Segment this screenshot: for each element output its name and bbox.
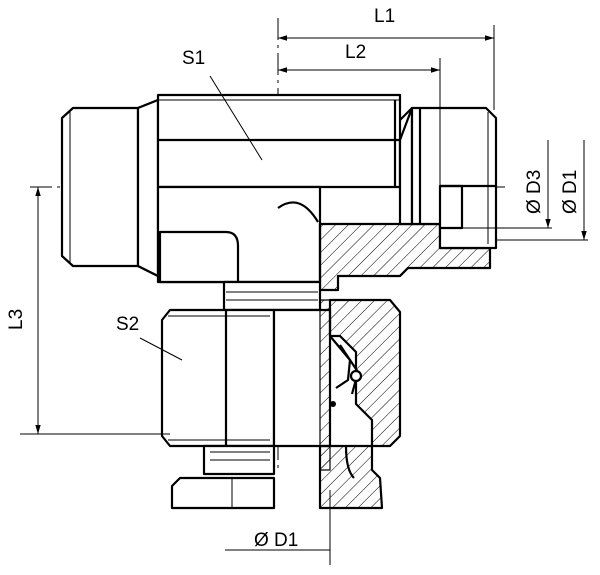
label-s1: S1 <box>182 48 205 69</box>
leader-s2 <box>139 337 183 361</box>
dimension-l3 <box>20 187 170 435</box>
left-thread-end <box>60 98 160 278</box>
hex-body-s1 <box>156 93 413 189</box>
nut-s2 <box>160 308 332 448</box>
dimension-d1-side <box>496 140 588 241</box>
right-body-section <box>318 106 498 292</box>
neck <box>222 280 322 312</box>
dimension-d3 <box>462 140 552 229</box>
nut-section <box>319 298 402 471</box>
label-s2: S2 <box>116 314 139 335</box>
dimension-l1 <box>278 25 495 110</box>
label-d1-side: Ø D1 <box>560 170 581 214</box>
lower-body <box>156 185 322 284</box>
label-d1-bottom: Ø D1 <box>254 530 298 551</box>
label-l2: L2 <box>345 42 366 63</box>
dimension-l2 <box>278 58 441 186</box>
dimension-d1-bottom <box>225 490 331 565</box>
label-l1: L1 <box>374 6 395 27</box>
label-d3: Ø D3 <box>524 170 545 214</box>
label-l3: L3 <box>6 309 27 330</box>
bottom-tube <box>170 444 384 510</box>
leader-s1 <box>209 75 263 161</box>
